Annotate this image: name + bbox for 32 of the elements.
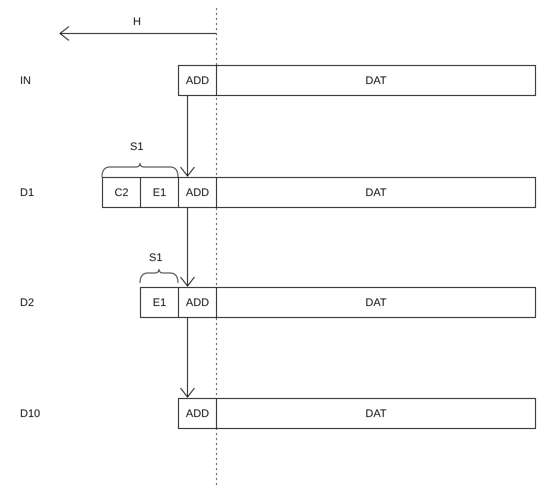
arrow	[180, 96, 195, 176]
field-box	[216, 287, 536, 318]
field-box	[216, 65, 536, 96]
field-label: C2	[114, 186, 129, 198]
brace-label: S1	[130, 141, 144, 153]
field-label: E1	[152, 296, 166, 308]
field-box	[216, 177, 536, 208]
field-label: ADD	[186, 74, 210, 86]
field-box	[216, 398, 536, 429]
field-box	[140, 177, 179, 208]
field-label: ADD	[186, 186, 210, 198]
field-box	[178, 65, 217, 96]
field-box	[178, 398, 217, 429]
arrow	[180, 208, 195, 286]
field-label: DAT	[365, 186, 387, 198]
direction-label: H	[133, 16, 141, 28]
field-label: ADD	[186, 408, 210, 420]
row-label: D10	[20, 408, 40, 420]
field-label: DAT	[365, 74, 387, 86]
row-label: D2	[20, 297, 34, 309]
field-label: DAT	[365, 408, 387, 420]
field-label: ADD	[186, 296, 210, 308]
brace-label: S1	[149, 252, 162, 264]
row-label: IN	[20, 75, 31, 87]
arrow	[180, 318, 195, 398]
field-box	[102, 177, 141, 208]
field-box	[140, 287, 179, 318]
row-label: D1	[20, 187, 34, 199]
field-label: E1	[152, 186, 166, 198]
field-label: DAT	[365, 296, 387, 308]
field-box	[178, 177, 217, 208]
field-box	[178, 287, 217, 318]
